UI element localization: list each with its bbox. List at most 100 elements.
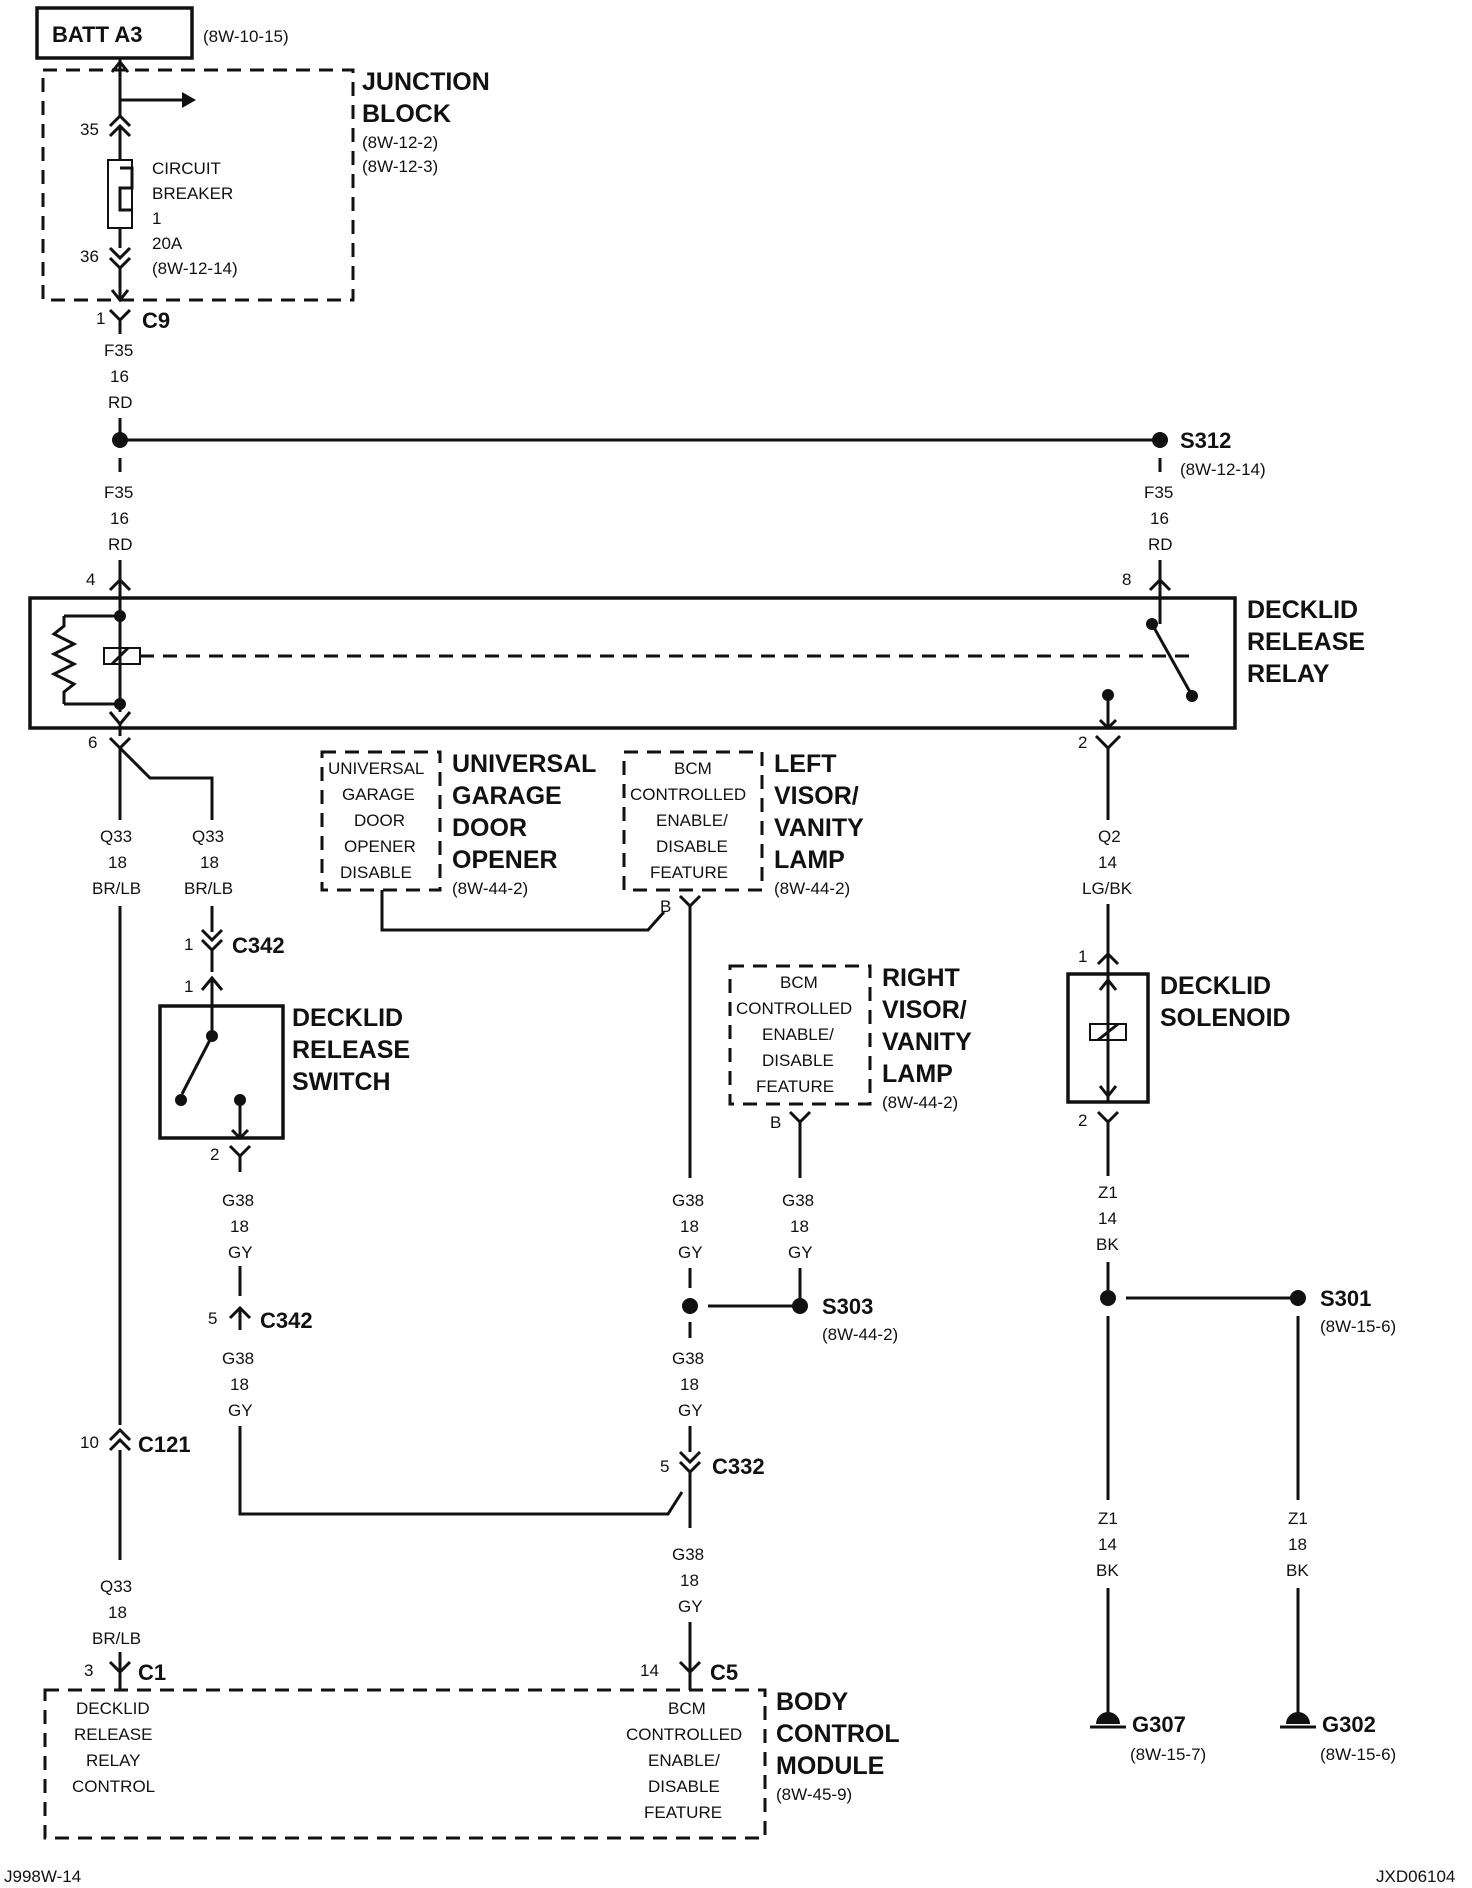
relay-title-3: RELAY <box>1247 660 1330 688</box>
q33-color-c: BR/LB <box>92 1629 141 1648</box>
g38-color-c342: GY <box>228 1401 253 1420</box>
batt-feed-wire <box>110 58 196 118</box>
junction-block-ref-2: (8W-12-3) <box>362 157 438 176</box>
pin-36-label: 36 <box>80 247 99 266</box>
z1-18-gauge: 18 <box>1288 1535 1307 1554</box>
f35-gauge-left: 16 <box>110 509 129 528</box>
left-visor-box-3: ENABLE/ <box>656 811 728 830</box>
c342-top-connector <box>200 928 224 1006</box>
right-visor-box-4: DISABLE <box>762 1051 834 1070</box>
f35-gauge-right: 16 <box>1150 509 1169 528</box>
z1-14-code-b: Z1 <box>1098 1509 1118 1528</box>
z1-18-code: Z1 <box>1288 1509 1308 1528</box>
batt-a3-ref: (8W-10-15) <box>203 27 289 46</box>
garage-box-4: OPENER <box>344 837 416 856</box>
right-visor-box-5: FEATURE <box>756 1077 834 1096</box>
g38-gauge-left-visor: 18 <box>680 1217 699 1236</box>
right-visor-title-2: VISOR/ <box>882 996 967 1024</box>
g307-ref: (8W-15-7) <box>1130 1745 1206 1764</box>
garage-ref: (8W-44-2) <box>452 879 528 898</box>
left-visor-box-1: BCM <box>674 759 712 778</box>
junction-block-title-2: BLOCK <box>362 100 451 128</box>
junction-block-title-1: JUNCTION <box>362 68 490 96</box>
f35-color-left: RD <box>108 535 133 554</box>
circuit-breaker-label-2: BREAKER <box>152 184 233 203</box>
g38-code-c332: G38 <box>672 1545 704 1564</box>
c5-name: C5 <box>710 1660 738 1685</box>
footer-left-code: J998W-14 <box>4 1867 81 1886</box>
q2-gauge: 14 <box>1098 853 1117 872</box>
garage-box-1: UNIVERSAL <box>328 759 424 778</box>
switch-pin-2-connector <box>228 1144 252 1172</box>
garage-box-2: GARAGE <box>342 785 415 804</box>
f35-gauge-top: 16 <box>110 367 129 386</box>
left-visor-box-5: FEATURE <box>650 863 728 882</box>
f35-code-top: F35 <box>104 341 133 360</box>
relay-pin-4: 4 <box>86 570 95 589</box>
c342-top-name: C342 <box>232 933 285 958</box>
f35-color-top: RD <box>108 393 133 412</box>
g302-name: G302 <box>1322 1712 1376 1737</box>
q33-gauge-b: 18 <box>200 853 219 872</box>
left-visor-pin: B <box>660 897 671 916</box>
left-visor-ref: (8W-44-2) <box>774 879 850 898</box>
relay-pin-2: 2 <box>1078 733 1087 752</box>
left-visor-title-1: LEFT <box>774 750 837 778</box>
pin-35-connector <box>108 113 132 138</box>
c342-bottom-pin: 5 <box>208 1309 217 1328</box>
s303-splice <box>682 1268 808 1338</box>
bcm-feature-1: BCM <box>668 1699 706 1718</box>
left-visor-connector <box>678 894 702 1178</box>
g38-color-c332: GY <box>678 1597 703 1616</box>
c332-pin: 5 <box>660 1457 669 1476</box>
g302-ref: (8W-15-6) <box>1320 1745 1396 1764</box>
garage-box-3: DOOR <box>354 811 405 830</box>
left-visor-box-4: DISABLE <box>656 837 728 856</box>
right-visor-feature-box <box>728 964 872 1106</box>
batt-a3-box <box>35 6 194 60</box>
right-visor-title-4: LAMP <box>882 1060 953 1088</box>
bcm-relay-ctrl-3: RELAY <box>86 1751 141 1770</box>
g38-gauge-s303: 18 <box>680 1375 699 1394</box>
c9-pin: 1 <box>96 309 105 328</box>
switch-contact <box>175 1006 250 1141</box>
garage-title-3: DOOR <box>452 814 527 842</box>
c9-name: C9 <box>142 308 170 333</box>
z1-14-code-a: Z1 <box>1098 1183 1118 1202</box>
circuit-breaker-number: 1 <box>152 209 161 228</box>
c1-name: C1 <box>138 1660 166 1685</box>
g38-color-s303: GY <box>678 1401 703 1420</box>
solenoid-title-2: SOLENOID <box>1160 1004 1291 1032</box>
z1-14-gauge-b: 14 <box>1098 1535 1117 1554</box>
c332-name: C332 <box>712 1454 765 1479</box>
left-visor-title-3: VANITY <box>774 814 864 842</box>
bcm-ref: (8W-45-9) <box>776 1785 852 1804</box>
c121-pin: 10 <box>80 1433 99 1452</box>
right-visor-box-1: BCM <box>780 973 818 992</box>
pin-36-connector <box>108 246 132 303</box>
c121-name: C121 <box>138 1432 191 1457</box>
relay-title-1: DECKLID <box>1247 596 1358 624</box>
garage-title-2: GARAGE <box>452 782 562 810</box>
g38-code-c342: G38 <box>222 1349 254 1368</box>
relay-switch-contact <box>1098 560 1198 731</box>
garage-title-4: OPENER <box>452 846 558 874</box>
relay-pin-8: 8 <box>1122 570 1131 589</box>
switch-pin-2: 2 <box>210 1145 219 1164</box>
garage-title-1: UNIVERSAL <box>452 750 596 778</box>
left-visor-title-4: LAMP <box>774 846 845 874</box>
solenoid-pin-2: 2 <box>1078 1111 1087 1130</box>
s303-name: S303 <box>822 1294 873 1319</box>
c342-bottom-name: C342 <box>260 1308 313 1333</box>
c5-pin: 14 <box>640 1661 659 1680</box>
right-visor-title-3: VANITY <box>882 1028 972 1056</box>
switch-title-3: SWITCH <box>292 1068 391 1096</box>
f35-color-right: RD <box>1148 535 1173 554</box>
g38-gauge-switch: 18 <box>230 1217 249 1236</box>
relay-pin-6: 6 <box>88 733 97 752</box>
g38-gauge-c332: 18 <box>680 1571 699 1590</box>
q33-color-b: BR/LB <box>184 879 233 898</box>
circuit-breaker-ref: (8W-12-14) <box>152 259 238 278</box>
g38-gauge-right-visor: 18 <box>790 1217 809 1236</box>
